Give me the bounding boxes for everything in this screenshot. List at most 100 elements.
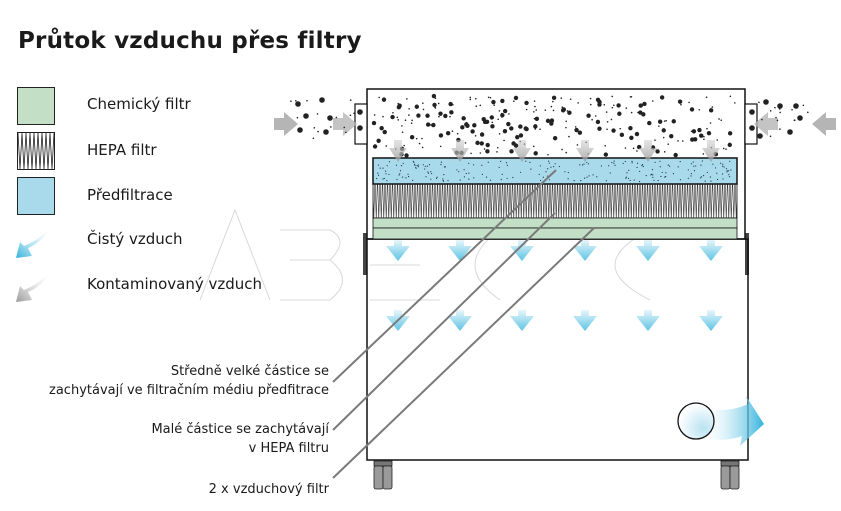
- prefilter-particle: [625, 176, 628, 178]
- particle: [491, 99, 496, 105]
- particle: [408, 114, 410, 116]
- particle: [415, 137, 418, 140]
- prefilter-particle: [645, 175, 647, 177]
- prefilter-particle: [440, 161, 443, 163]
- prefilter-particle: [727, 170, 730, 172]
- particle: [496, 146, 499, 149]
- side-particle-small: [313, 127, 316, 129]
- clean-air-arrow-lower: [699, 310, 723, 331]
- particle: [472, 123, 477, 128]
- side-particle-small: [761, 118, 763, 121]
- particle: [577, 130, 583, 135]
- particle: [483, 148, 486, 150]
- chemical-filter-layer-1: [372, 217, 738, 229]
- particle: [634, 131, 640, 137]
- prefilter-particle: [613, 160, 615, 162]
- particle: [729, 95, 732, 98]
- particle: [508, 113, 510, 115]
- particle: [669, 133, 674, 139]
- side-particle: [297, 127, 303, 133]
- prefilter-particle: [548, 160, 550, 162]
- particle: [636, 150, 638, 152]
- particle: [552, 109, 555, 112]
- prefilter-particle: [443, 174, 445, 176]
- prefilter-particle: [695, 165, 697, 167]
- particle: [448, 101, 453, 107]
- particle: [671, 119, 676, 124]
- particle: [699, 133, 704, 138]
- side-particle-small: [791, 108, 793, 111]
- clean-air-arrow-lower: [636, 310, 660, 331]
- prefilter-particle: [677, 166, 679, 168]
- prefilter-particle: [442, 179, 444, 182]
- particle: [624, 147, 627, 149]
- particle: [513, 100, 515, 103]
- prefilter-particle: [650, 174, 652, 176]
- prefilter-particle: [586, 161, 588, 164]
- prefilter-particle: [722, 165, 724, 167]
- particle: [658, 125, 660, 127]
- prefilter-particle: [424, 165, 426, 168]
- particle: [565, 120, 568, 123]
- side-particle: [793, 103, 799, 109]
- particle: [372, 144, 378, 149]
- prefilter-particle: [558, 165, 560, 168]
- prefilter-particle: [679, 161, 681, 163]
- clean-air-arrow-icon: [16, 228, 50, 258]
- particle: [689, 107, 695, 112]
- prefilter-particle: [657, 179, 659, 182]
- particle: [409, 135, 415, 140]
- particle: [655, 149, 660, 154]
- particle: [576, 144, 579, 146]
- particle: [534, 116, 540, 122]
- particle: [385, 145, 388, 147]
- particle: [470, 129, 475, 134]
- prefilter-particle: [422, 164, 424, 166]
- side-particle-small: [353, 112, 355, 115]
- prefilter-particle: [398, 174, 400, 176]
- particle: [438, 115, 440, 118]
- particle: [611, 128, 616, 133]
- side-particle-small: [343, 126, 346, 129]
- prefilter-particle: [377, 174, 380, 176]
- particle: [613, 104, 615, 107]
- prefilter-particle: [417, 164, 420, 166]
- particle: [479, 152, 482, 154]
- contaminated-air-down-arrow: [513, 140, 531, 162]
- particle: [552, 100, 554, 103]
- prefilter-particle: [728, 174, 730, 176]
- particle: [397, 103, 402, 108]
- side-particle: [787, 129, 793, 135]
- particle: [661, 128, 666, 133]
- prefilter-particle: [660, 175, 662, 178]
- prefilter-particle: [377, 172, 379, 174]
- particle: [438, 133, 444, 138]
- prefilter-particle: [665, 172, 667, 174]
- side-particle-small: [345, 131, 347, 134]
- particle: [544, 109, 547, 111]
- particle: [720, 119, 723, 122]
- particle: [513, 95, 519, 101]
- particle: [539, 128, 541, 131]
- prefilter-particle: [726, 170, 728, 172]
- particle: [605, 111, 608, 113]
- prefilter-particle: [600, 165, 603, 167]
- side-particle-small: [775, 116, 777, 119]
- particle: [677, 99, 683, 104]
- clean-air-arrow-upper: [510, 240, 534, 261]
- particle: [697, 127, 702, 133]
- prefilter-particle: [631, 162, 633, 164]
- prefilter-particle: [426, 165, 428, 167]
- particle: [493, 104, 496, 107]
- particle: [485, 149, 490, 154]
- particle: [474, 97, 477, 100]
- prefilter-particle: [692, 161, 694, 163]
- side-particle-small: [779, 111, 781, 114]
- prefilter-particle: [377, 164, 380, 166]
- particle: [403, 144, 405, 147]
- prefilter-particle: [687, 177, 689, 179]
- particle: [702, 153, 705, 155]
- prefilter-particle: [412, 160, 415, 162]
- chemical-filter-layer-2: [372, 227, 738, 240]
- particle: [491, 121, 494, 124]
